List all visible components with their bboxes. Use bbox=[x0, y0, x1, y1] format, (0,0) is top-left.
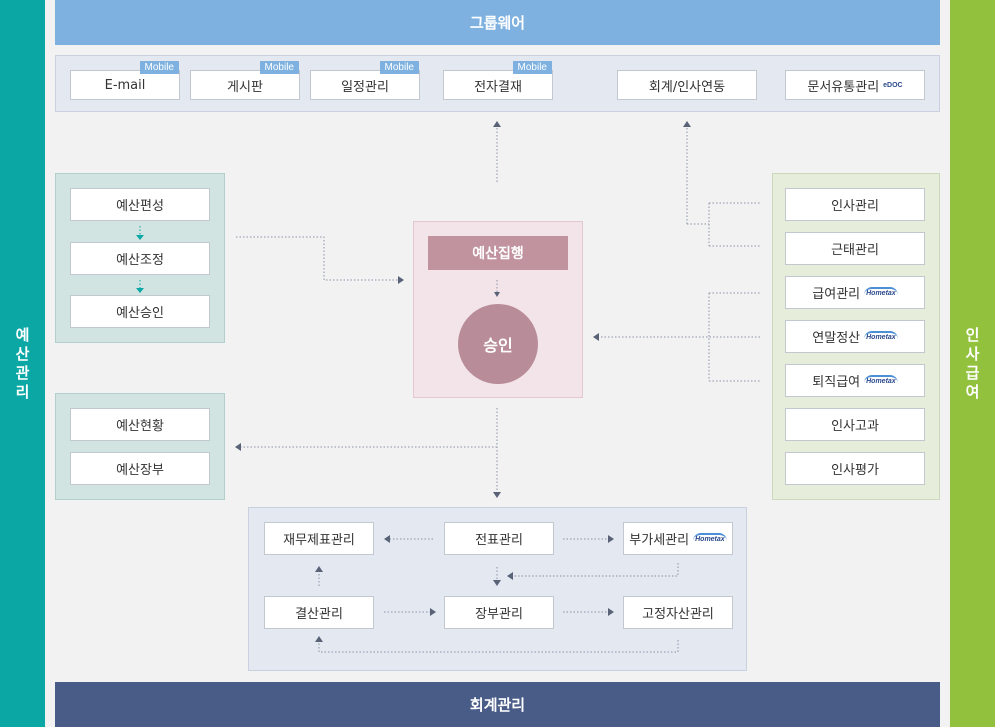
arrow-head bbox=[493, 121, 501, 127]
personnel-evaluation-label: 인사평가 bbox=[831, 463, 879, 478]
arrow-head bbox=[593, 333, 599, 341]
mobile-badge: Mobile bbox=[512, 61, 552, 74]
voucher-label: 전표관리 bbox=[475, 533, 523, 548]
fixed-assets-label: 고정자산관리 bbox=[642, 607, 714, 622]
email-label: E-mail bbox=[104, 77, 146, 93]
schedule-label: 일정관리 bbox=[341, 79, 389, 95]
document-distribution-box[interactable]: 문서유통관리 eDOC bbox=[785, 70, 925, 100]
approval-label: 승인 bbox=[483, 336, 513, 355]
arrow-head bbox=[384, 535, 390, 543]
ledger-label: 장부관리 bbox=[475, 607, 523, 622]
mobile-badge: Mobile bbox=[139, 61, 179, 74]
budget-approval-box[interactable]: 예산승인 bbox=[70, 295, 210, 328]
financial-statements-box[interactable]: 재무제표관리 bbox=[264, 522, 374, 555]
arrow-head bbox=[136, 288, 144, 293]
hometax-logo: Hometax bbox=[864, 287, 898, 298]
payroll-label: 급여관리 bbox=[812, 287, 861, 302]
accounting-hr-link-label: 회계/인사연동 bbox=[648, 79, 726, 95]
connector-line bbox=[512, 563, 679, 577]
financial-statements-label: 재무제표관리 bbox=[283, 533, 355, 548]
year-end-settlement-label: 연말정산 bbox=[812, 331, 861, 346]
severance-pay-label: 퇴직급여 bbox=[812, 375, 861, 390]
connector-line bbox=[708, 292, 760, 382]
attendance-label: 근태관리 bbox=[831, 243, 879, 258]
budget-status-box[interactable]: 예산현황 bbox=[70, 408, 210, 441]
e-approval-box[interactable]: 전자결재 Mobile bbox=[443, 61, 553, 100]
arrow-head bbox=[493, 580, 501, 586]
budget-ledger-label: 예산장부 bbox=[116, 463, 164, 478]
arrow-head bbox=[507, 572, 513, 580]
arrow-head bbox=[398, 276, 404, 284]
approval-circle[interactable]: 승인 bbox=[458, 304, 538, 384]
budget-planning-box[interactable]: 예산편성 bbox=[70, 188, 210, 221]
arrow-head bbox=[608, 608, 614, 616]
schedule-box[interactable]: 일정관리 Mobile bbox=[310, 61, 420, 100]
e-approval-label: 전자결재 bbox=[474, 79, 522, 95]
board-label: 게시판 bbox=[227, 79, 263, 95]
arrow-head bbox=[136, 235, 144, 240]
arrow-head bbox=[235, 443, 241, 451]
hometax-logo: Hometax bbox=[864, 331, 898, 342]
arrow-head bbox=[493, 492, 501, 498]
connector-line bbox=[318, 640, 679, 653]
budget-adjustment-label: 예산조정 bbox=[116, 253, 164, 268]
settlement-box[interactable]: 결산관리 bbox=[264, 596, 374, 629]
budget-approval-label: 예산승인 bbox=[116, 306, 164, 321]
budget-adjustment-box[interactable]: 예산조정 bbox=[70, 242, 210, 275]
accounting-hr-link-box[interactable]: 회계/인사연동 bbox=[617, 70, 757, 100]
document-distribution-label: 문서유통관리 bbox=[807, 79, 880, 95]
connector-line bbox=[687, 202, 760, 247]
vat-label: 부가세관리 bbox=[629, 533, 690, 548]
email-box[interactable]: E-mail Mobile bbox=[70, 61, 180, 100]
settlement-label: 결산관리 bbox=[295, 607, 343, 622]
accounting-title: 회계관리 bbox=[469, 696, 526, 714]
arrow-head bbox=[494, 292, 500, 297]
arrow-head bbox=[430, 608, 436, 616]
fixed-assets-box[interactable]: 고정자산관리 bbox=[623, 596, 733, 629]
accounting-header: 회계관리 bbox=[55, 682, 940, 727]
voucher-box[interactable]: 전표관리 bbox=[444, 522, 554, 555]
budget-execution-title: 예산집행 bbox=[472, 246, 524, 262]
ledger-box[interactable]: 장부관리 bbox=[444, 596, 554, 629]
mobile-badge: Mobile bbox=[259, 61, 299, 74]
arrow-head bbox=[683, 121, 691, 127]
connector-line bbox=[236, 236, 400, 281]
hr-management-box[interactable]: 인사관리 bbox=[785, 188, 925, 221]
budget-planning-label: 예산편성 bbox=[116, 199, 164, 214]
hr-management-label: 인사관리 bbox=[831, 199, 879, 214]
arrow-head bbox=[315, 566, 323, 572]
hometax-logo: Hometax bbox=[693, 533, 727, 544]
edoc-logo: eDOC bbox=[883, 81, 903, 89]
groupware-header: 그룹웨어 bbox=[55, 0, 940, 45]
performance-review-label: 인사고과 bbox=[831, 419, 879, 434]
budget-status-label: 예산현황 bbox=[116, 419, 164, 434]
personnel-evaluation-box[interactable]: 인사평가 bbox=[785, 452, 925, 485]
attendance-box[interactable]: 근태관리 bbox=[785, 232, 925, 265]
mobile-badge: Mobile bbox=[379, 61, 419, 74]
budget-execution-header[interactable]: 예산집행 bbox=[428, 236, 568, 270]
board-box[interactable]: 게시판 Mobile bbox=[190, 61, 300, 100]
arrow-head bbox=[315, 636, 323, 642]
arrow-head bbox=[608, 535, 614, 543]
budget-ledger-box[interactable]: 예산장부 bbox=[70, 452, 210, 485]
performance-review-box[interactable]: 인사고과 bbox=[785, 408, 925, 441]
hometax-logo: Hometax bbox=[864, 375, 898, 386]
groupware-title: 그룹웨어 bbox=[469, 14, 526, 32]
